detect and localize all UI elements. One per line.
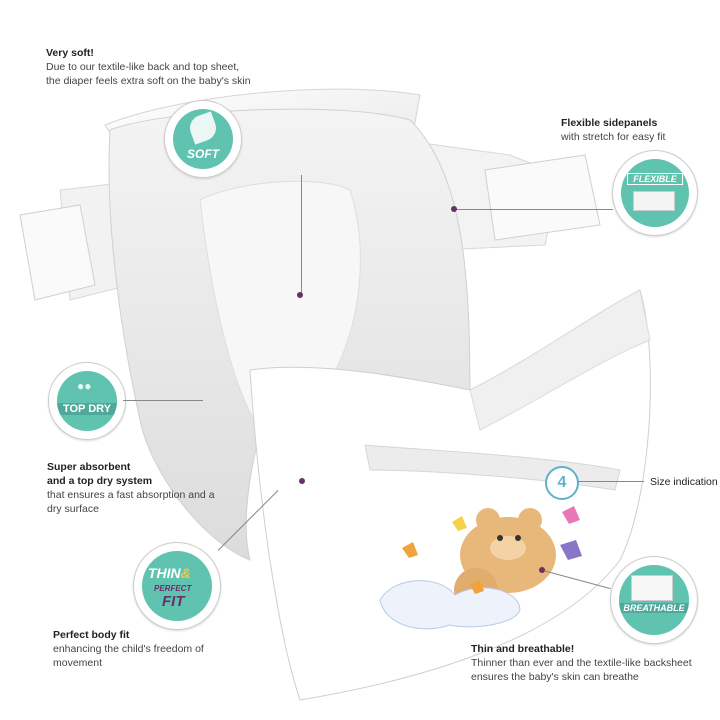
breathable-body: Thinner than ever and the textile-like b… <box>471 657 692 683</box>
connector-topdry <box>123 400 203 401</box>
topdry-title-2: and a top dry system <box>47 475 153 487</box>
water-drops-icon: ●● <box>77 379 92 393</box>
fit-badge-label: FIT <box>162 593 185 610</box>
thin-badge-label: THIN& <box>148 565 191 581</box>
flexible-body: with stretch for easy fit <box>561 131 666 143</box>
thin-fit-badge: THIN& PERFECT FIT <box>133 542 221 630</box>
connector-flexible <box>455 209 613 210</box>
topdry-text: Super absorbent and a top dry system tha… <box>47 460 217 516</box>
topdry-badge: ●● TOP DRY <box>48 362 126 440</box>
soft-text: Very soft! Due to our textile-like back … <box>46 46 251 88</box>
soft-title: Very soft! <box>46 47 94 59</box>
size-text: Size indication <box>650 475 718 489</box>
thin-title: Perfect body fit <box>53 629 130 641</box>
thin-text: Perfect body fit enhancing the child's f… <box>53 628 213 670</box>
marker-dot-thin <box>299 478 305 484</box>
flexible-title: Flexible sidepanels <box>561 117 658 129</box>
stretch-panel-icon <box>633 191 675 211</box>
marker-dot-soft <box>297 292 303 298</box>
connector-soft <box>301 175 302 295</box>
marker-dot-breathable <box>539 567 545 573</box>
soft-body: Due to our textile-like back and top she… <box>46 61 251 87</box>
soft-badge: SOFT <box>164 100 242 178</box>
feather-icon <box>186 111 220 145</box>
breathable-layer-icon <box>631 575 673 601</box>
perfect-badge-label: PERFECT <box>154 584 192 593</box>
topdry-body: that ensures a fast absorption and a dry… <box>47 489 215 515</box>
breathable-badge: BREATHABLE <box>610 556 698 644</box>
breathable-title: Thin and breathable! <box>471 643 575 655</box>
flexible-text: Flexible sidepanels with stretch for eas… <box>561 116 711 144</box>
flexible-badge: FLEXIBLE <box>612 150 698 236</box>
breathable-badge-label: BREATHABLE <box>619 603 689 613</box>
size-label: Size indication <box>650 476 718 488</box>
marker-dot-flexible <box>451 206 457 212</box>
size-number-badge: 4 <box>545 466 579 500</box>
soft-badge-label: SOFT <box>187 147 219 161</box>
flexible-badge-label: FLEXIBLE <box>627 173 683 185</box>
connector-size <box>578 481 644 482</box>
breathable-text: Thin and breathable! Thinner than ever a… <box>471 642 711 684</box>
thin-body: enhancing the child's freedom of movemen… <box>53 643 204 669</box>
topdry-title-1: Super absorbent <box>47 461 131 473</box>
topdry-badge-label: TOP DRY <box>57 403 117 415</box>
